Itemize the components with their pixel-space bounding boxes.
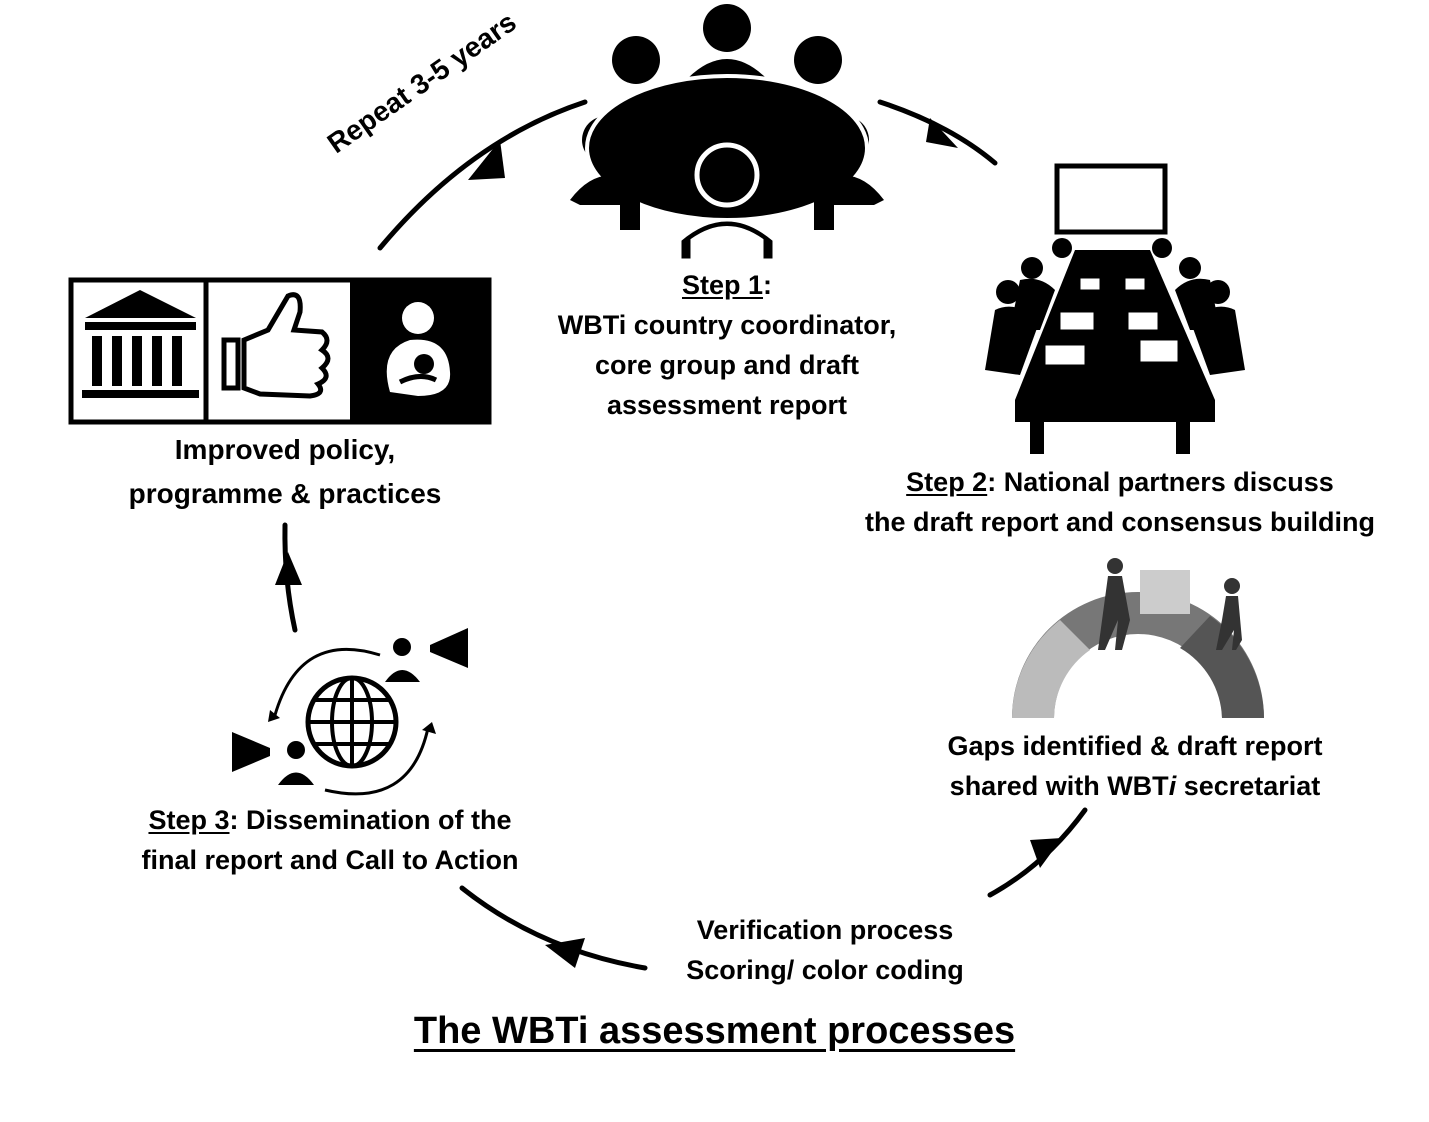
breastfeeding-icon [386, 302, 451, 396]
meeting-table-icon [570, 4, 884, 262]
step2-line1: : National partners discuss [987, 467, 1334, 497]
verification-label: Verification process Scoring/ color codi… [640, 910, 1010, 990]
arc-repeat [377, 99, 588, 251]
conference-room-icon [985, 163, 1245, 454]
policy-icon-panel [68, 277, 492, 425]
step2-heading: Step 2 [906, 467, 988, 497]
gaps-line2-post: secretariat [1176, 771, 1321, 801]
arc-step1-to-step2 [877, 99, 998, 166]
arrowhead-verification-to-step3 [545, 938, 585, 968]
globe-megaphone-icon [232, 628, 468, 796]
improved-line1: Improved policy, [174, 434, 396, 465]
gaps-line1: Gaps identified & draft report [947, 731, 1323, 761]
step3-line1: : Dissemination of the [229, 805, 512, 835]
thumbs-up-icon [221, 292, 331, 399]
improved-label: Improved policy, programme & practices [60, 428, 510, 516]
step2-label: Step 2: National partners discuss the dr… [830, 462, 1410, 542]
step1-line3: assessment report [606, 390, 848, 420]
gaps-line2-italic: i [1168, 771, 1177, 801]
step3-heading: Step 3 [148, 805, 230, 835]
arrowhead-gaps-to-verification [1030, 838, 1062, 868]
step3-label: Step 3: Dissemination of the final repor… [100, 800, 560, 880]
verification-line2: Scoring/ color coding [686, 955, 964, 985]
arc-verification-to-step3 [459, 885, 648, 971]
gaps-line2-pre: shared with WBT [949, 771, 1169, 801]
gaps-label: Gaps identified & draft report shared wi… [900, 726, 1370, 806]
arrowhead-step3-to-improved [275, 552, 302, 585]
puzzle-teamwork-icon [1012, 558, 1264, 718]
step2-line2: the draft report and consensus building [864, 507, 1376, 537]
improved-line2: programme & practices [128, 478, 442, 509]
government-building-icon [82, 290, 199, 398]
step1-line2: core group and draft [594, 350, 859, 380]
verification-line1: Verification process [696, 915, 954, 945]
step1-line1: WBTi country coordinator, [557, 310, 897, 340]
arrowhead-step1-to-step2 [926, 118, 958, 148]
step1-heading: Step 1 [681, 270, 764, 300]
arrowhead-repeat [468, 140, 505, 180]
step3-line2: final report and Call to Action [141, 845, 519, 875]
step1-label: Step 1: WBTi country coordinator, core g… [520, 265, 934, 425]
diagram-title: The WBTi assessment processes [413, 1010, 1016, 1052]
